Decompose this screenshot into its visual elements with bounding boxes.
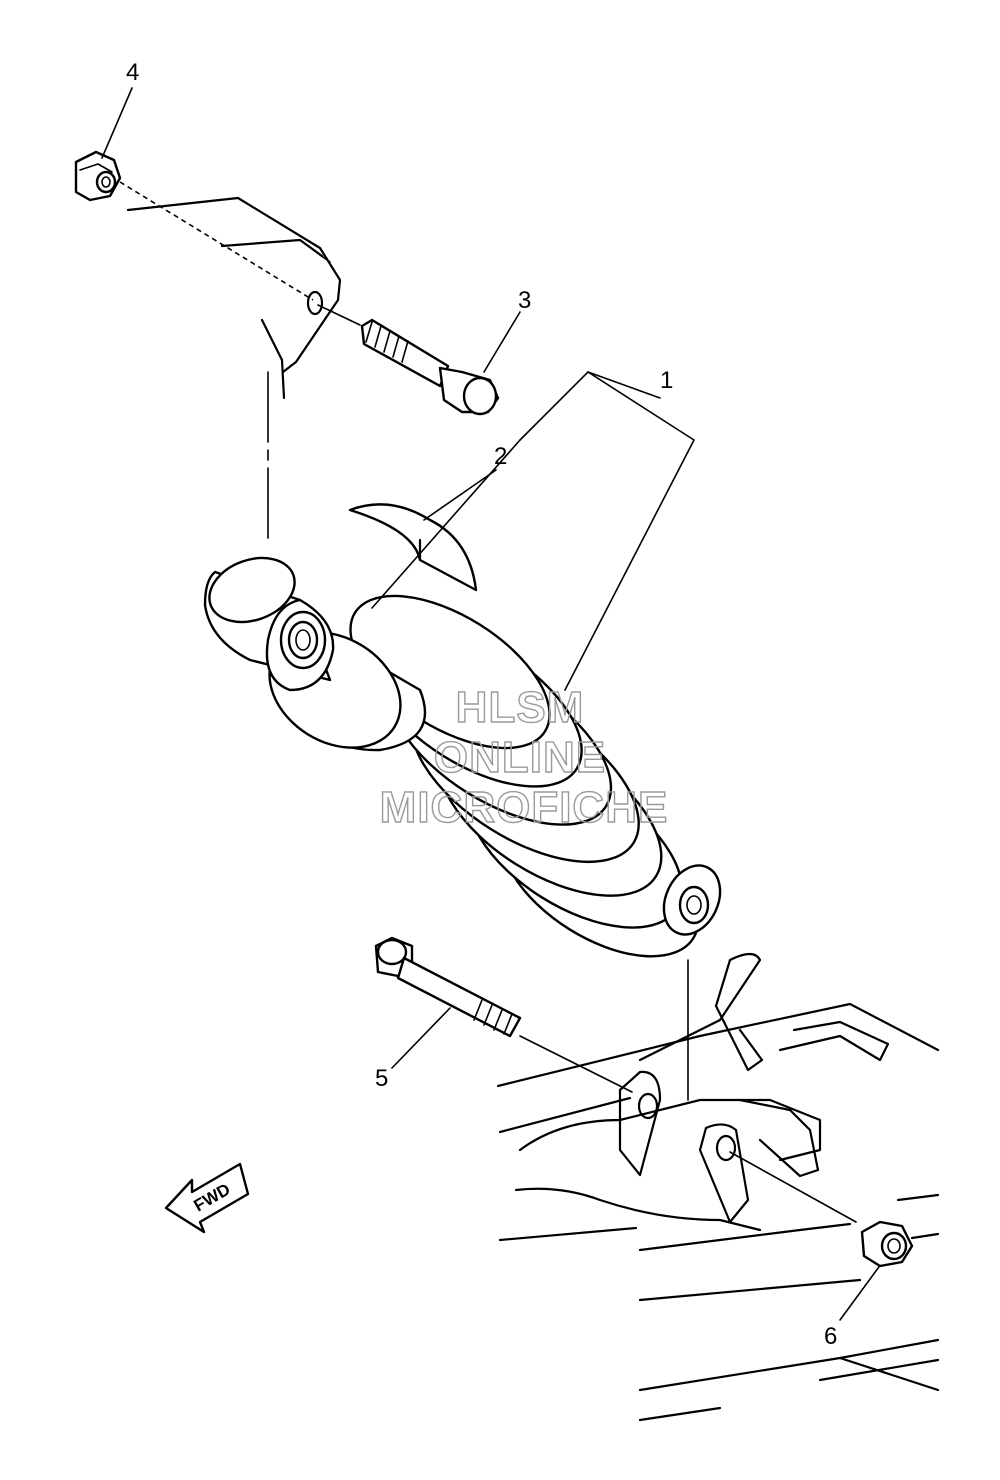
flange-nut-part-6 — [860, 1220, 914, 1268]
watermark-line-3: MICROFICHE — [380, 783, 669, 832]
callout-2: 2 — [494, 443, 507, 470]
callout-1: 1 — [660, 367, 673, 394]
alignment-line-bolt3 — [317, 304, 361, 326]
upper-bolt-part-3 — [360, 318, 500, 416]
swingarm-bracket — [496, 952, 940, 1422]
callout-3: 3 — [518, 287, 531, 314]
watermark-line-1: HLSM — [456, 683, 585, 732]
shock-absorber-part-1 — [203, 556, 722, 958]
callout-5: 5 — [375, 1065, 388, 1092]
flange-nut-part-4 — [74, 150, 122, 202]
shock-upper-body — [203, 556, 427, 752]
callout-4: 4 — [126, 59, 139, 86]
watermark-line-2: ONLINE — [434, 733, 606, 782]
shock-spring-coils — [349, 594, 700, 958]
alignment-line-upper — [119, 181, 314, 301]
upper-frame-bracket — [126, 196, 342, 400]
callout-6: 6 — [824, 1323, 837, 1350]
lower-bolt-part-5 — [374, 936, 633, 1093]
forward-direction-arrow: FWD — [164, 1162, 250, 1234]
shock-lower-eye — [662, 864, 722, 936]
collar-part-2 — [348, 503, 478, 592]
watermark: HLSM ONLINE MICROFICHE — [379, 682, 669, 832]
callout-leaders — [101, 87, 885, 1321]
